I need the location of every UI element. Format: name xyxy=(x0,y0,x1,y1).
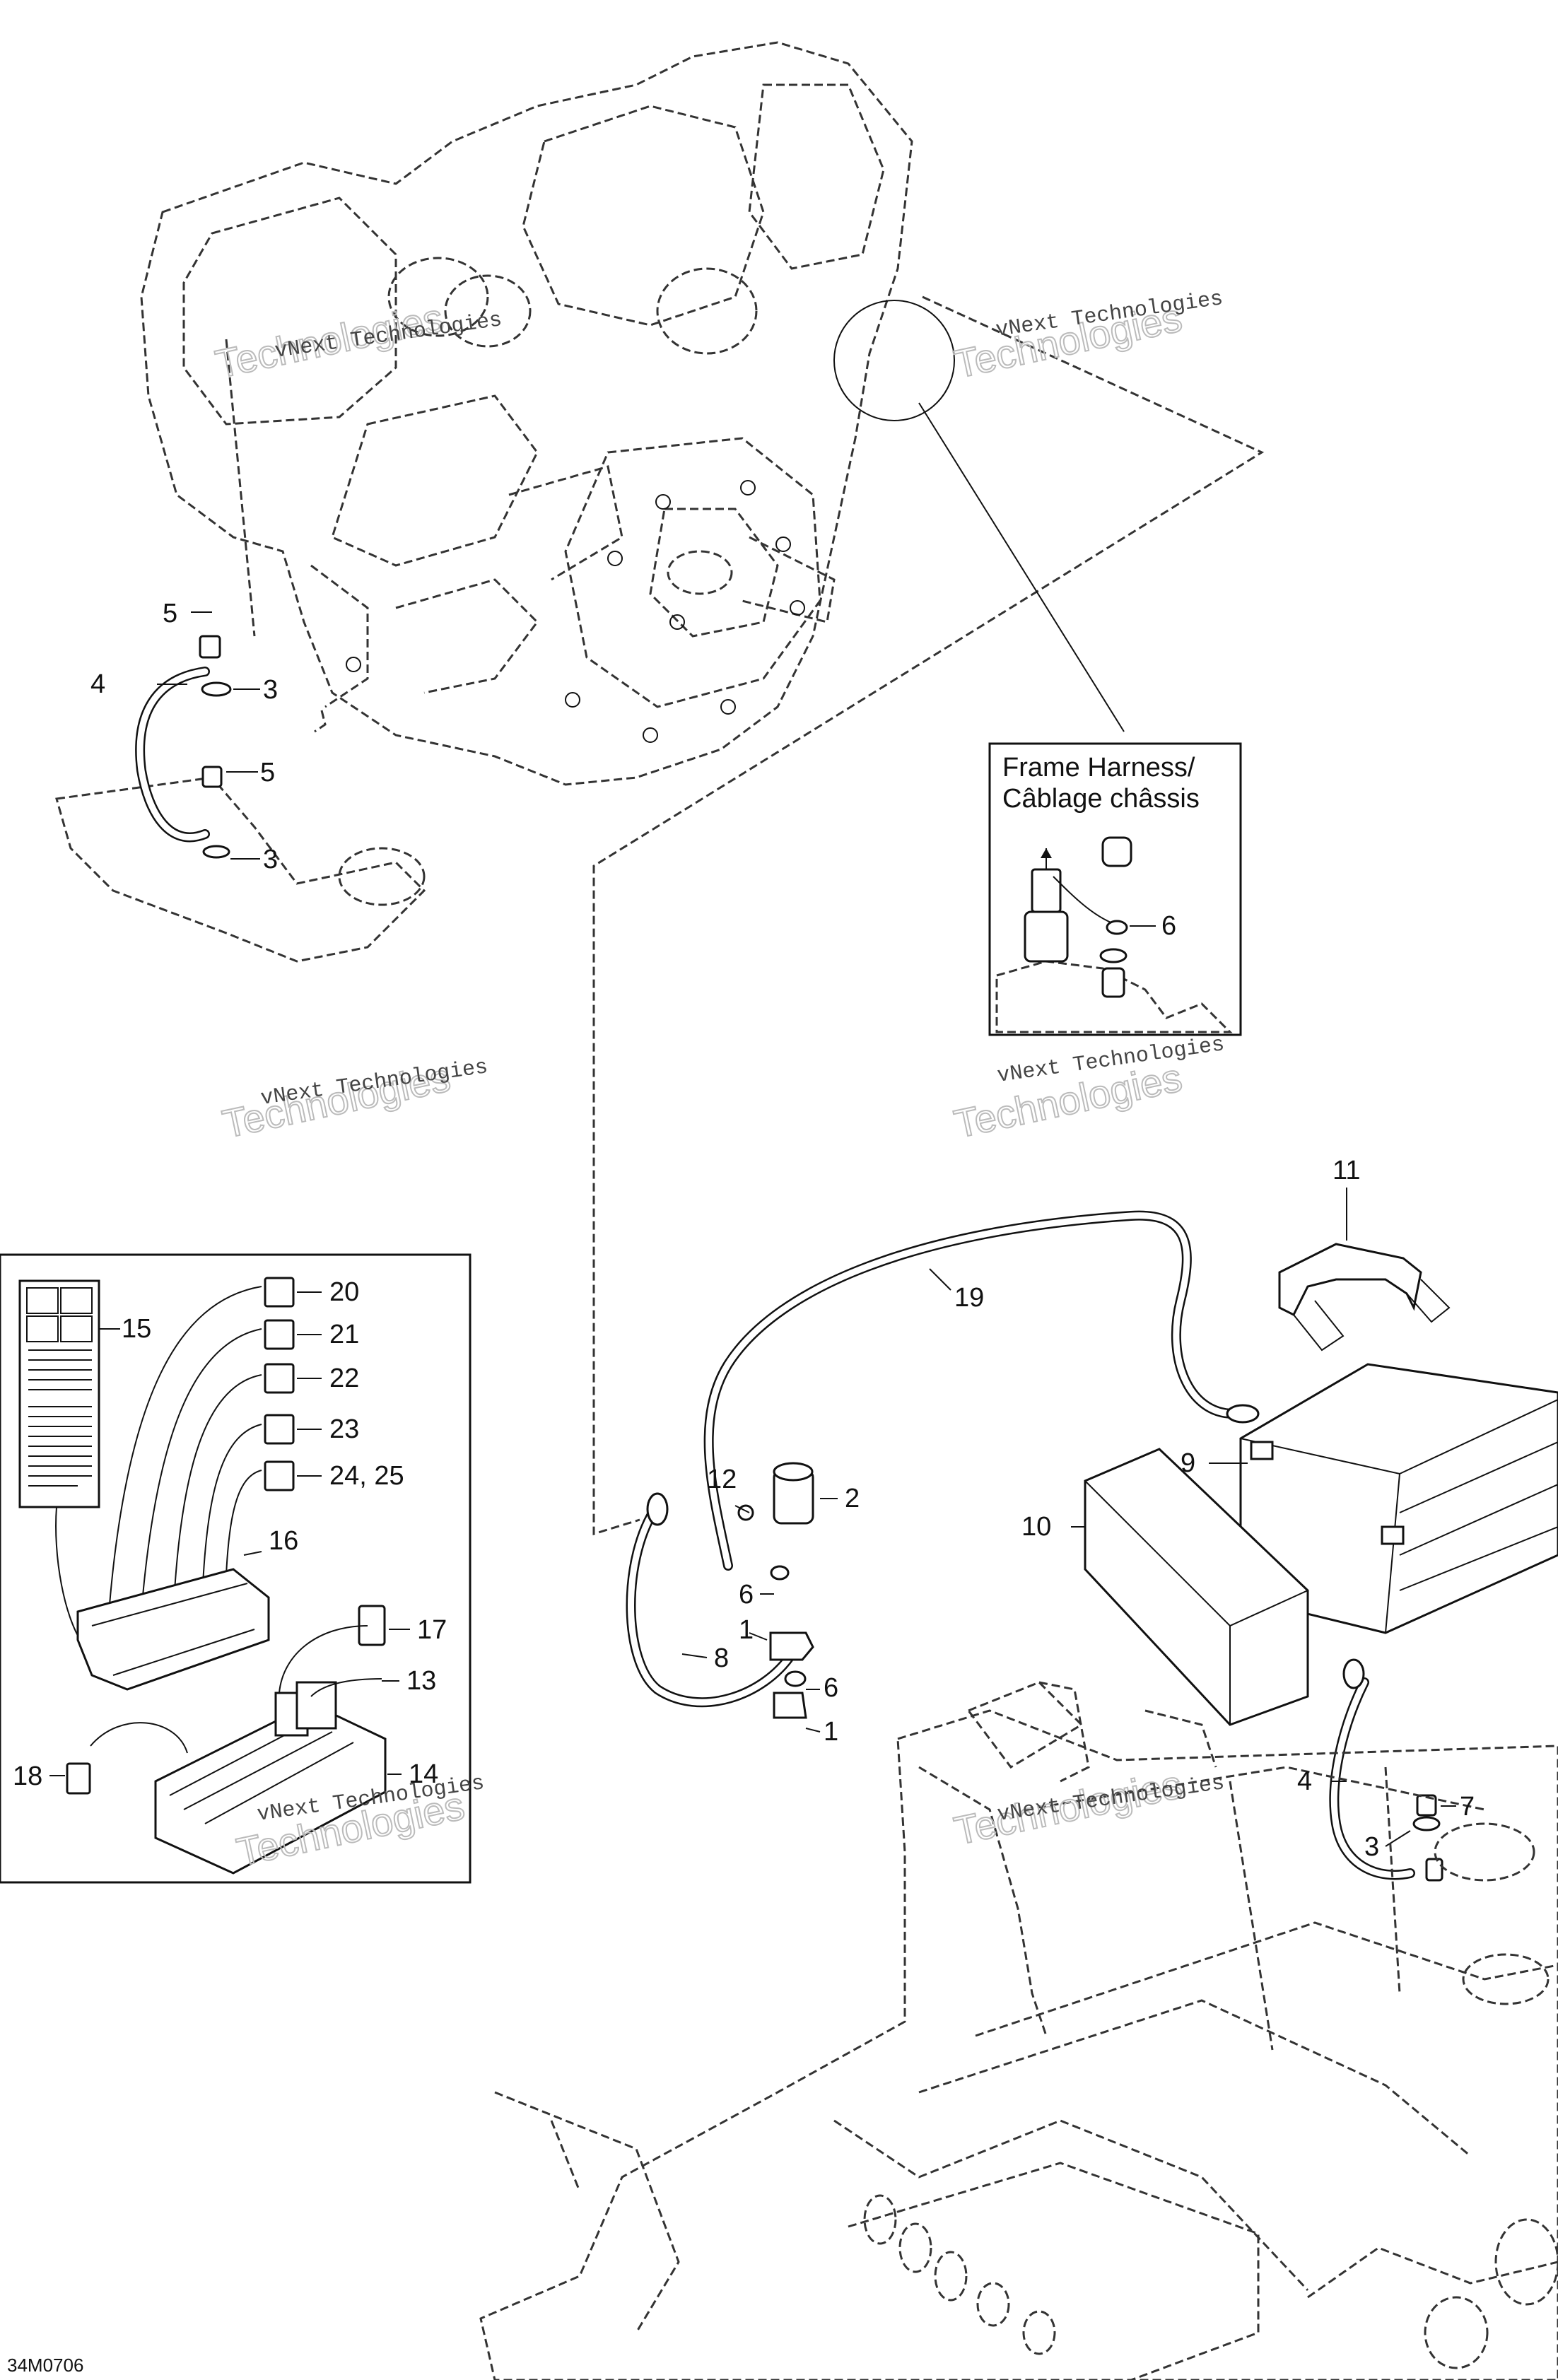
callout-screw-12: 12 xyxy=(707,1465,737,1494)
callout-fuse-22: 22 xyxy=(329,1364,359,1393)
callout-engine-washer-top: 3 xyxy=(263,675,278,705)
callout-fuse-23: 23 xyxy=(329,1414,359,1444)
callout-washer-3: 3 xyxy=(1364,1832,1379,1862)
callout-cover-16: 16 xyxy=(269,1526,298,1556)
callout-engine-washer-mid: 3 xyxy=(263,845,278,874)
callout-relay-13: 13 xyxy=(406,1666,436,1696)
engine-assembly xyxy=(140,41,955,786)
fuse-box-panel xyxy=(0,1253,472,1884)
battery-pad xyxy=(1084,1448,1309,1726)
callout-connector-1-upper: 1 xyxy=(739,1615,754,1645)
callout-engine-bolt-top: 5 xyxy=(163,599,177,628)
callout-solenoid-2: 2 xyxy=(845,1484,860,1513)
battery-strap xyxy=(1278,1243,1422,1317)
engine-ground-cable xyxy=(55,611,426,963)
reference-lines xyxy=(314,295,1265,1536)
callout-nut-6-upper: 6 xyxy=(739,1580,754,1610)
fuse-stack xyxy=(264,1277,322,1491)
callout-cable-19: 19 xyxy=(954,1283,984,1313)
callout-fuse-20: 20 xyxy=(329,1277,359,1307)
callout-fuse-21: 21 xyxy=(329,1320,359,1349)
callout-pad-10: 10 xyxy=(1021,1512,1051,1542)
callout-label-15: 15 xyxy=(122,1314,151,1344)
spare-fuse xyxy=(66,1762,91,1795)
battery-area xyxy=(626,1188,1558,1882)
callout-fusebox-14: 14 xyxy=(409,1759,438,1789)
callout-engine-bolt-mid: 5 xyxy=(260,758,275,787)
callout-engine-cable: 4 xyxy=(90,669,105,699)
vehicle-frame xyxy=(479,1681,1558,2380)
callout-fuse-24-25: 24, 25 xyxy=(329,1461,404,1491)
callout-relay-17: 17 xyxy=(417,1615,447,1645)
inset-title-line2: Câblage châssis xyxy=(1002,784,1200,814)
callout-connector-1-lower: 1 xyxy=(824,1717,838,1747)
frame-harness-inset: Frame Harness/ Câblage châssis 6 xyxy=(988,742,1242,1036)
fuse-label-sheet xyxy=(18,1279,100,1508)
callout-strap-11: 11 xyxy=(1332,1156,1360,1185)
callout-labels: 5 4 3 5 3 20 21 22 23 24, 25 15 16 17 13… xyxy=(7,599,1475,2376)
callout-inset-6: 6 xyxy=(1161,911,1176,941)
inset-title-line1: Frame Harness/ xyxy=(1002,753,1195,782)
callout-battery-9: 9 xyxy=(1181,1448,1195,1478)
callout-bolt-7: 7 xyxy=(1460,1792,1475,1822)
callout-fuse-18: 18 xyxy=(13,1761,42,1791)
callout-cable-8: 8 xyxy=(714,1643,729,1673)
figure-code: 34M0706 xyxy=(7,2355,83,2376)
callout-ground-cable-4: 4 xyxy=(1297,1766,1312,1796)
callout-nut-6-lower: 6 xyxy=(824,1673,838,1703)
fuse-box-cover xyxy=(76,1568,270,1691)
